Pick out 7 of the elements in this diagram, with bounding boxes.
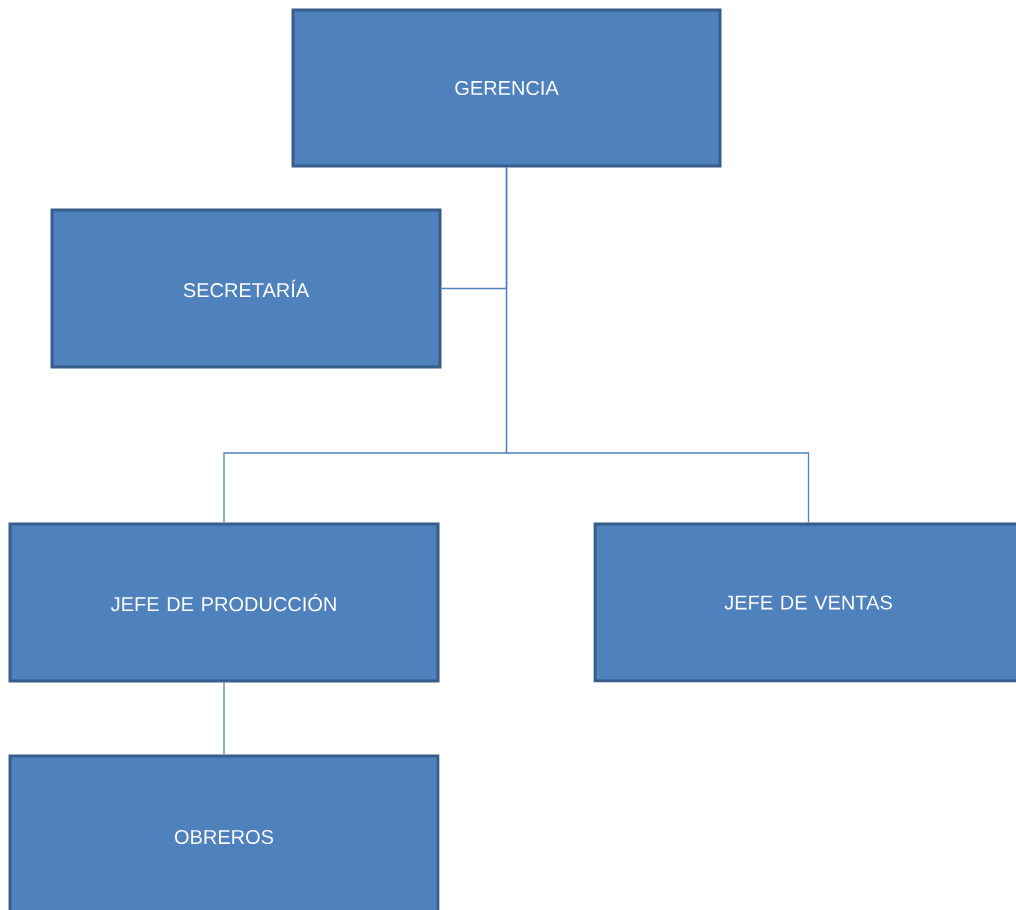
org-box: JEFE DE VENTAS bbox=[593, 522, 1016, 683]
org-box: SECRETARÍA bbox=[50, 208, 442, 369]
org-box: GERENCIA bbox=[291, 8, 722, 168]
connector-line bbox=[505, 166, 810, 524]
connector-line bbox=[223, 681, 225, 756]
org-box: OBREROS bbox=[8, 754, 440, 910]
org-box: JEFE DE PRODUCCIÓN bbox=[8, 522, 440, 683]
